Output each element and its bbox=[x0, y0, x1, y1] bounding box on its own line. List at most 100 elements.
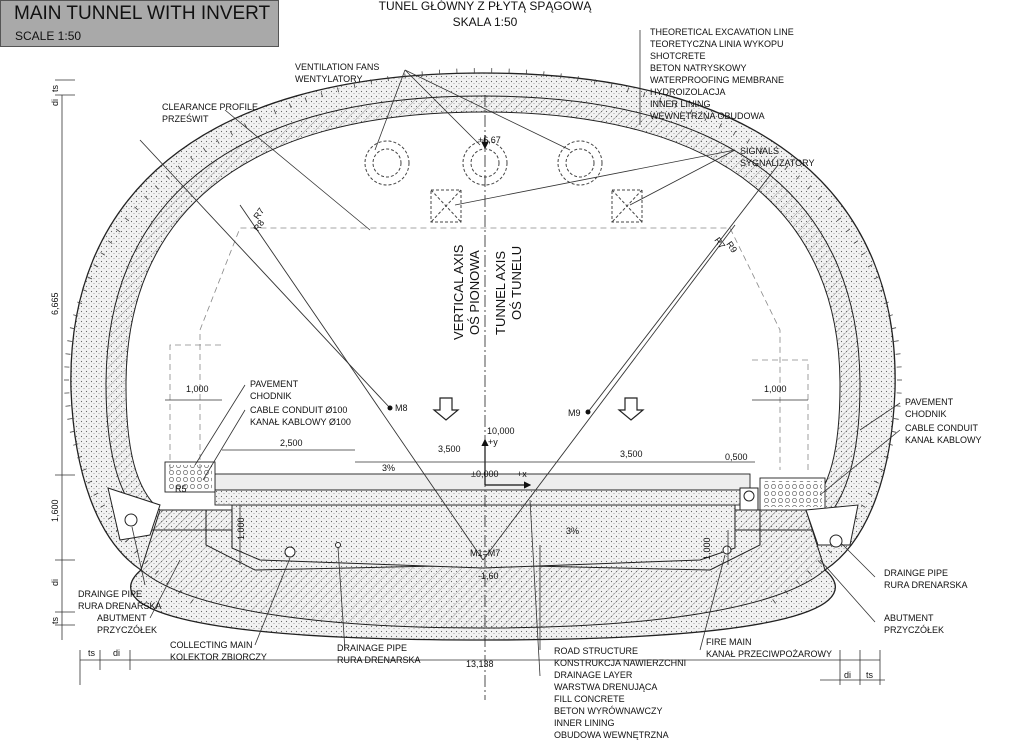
label-pavement-l-en: PAVEMENT bbox=[250, 379, 299, 389]
excavation-tick bbox=[190, 156, 194, 161]
excavation-tick bbox=[560, 73, 562, 79]
excavation-tick bbox=[861, 252, 866, 256]
excavation-tick bbox=[67, 418, 73, 420]
label-fill-pl: BETON WYRÓWNAWCZY bbox=[554, 706, 663, 716]
excavation-tick bbox=[69, 327, 75, 330]
excavation-tick bbox=[73, 314, 79, 317]
excavation-tick bbox=[273, 109, 277, 115]
excavation-tick bbox=[124, 538, 130, 543]
dim-1000-v-l: 1,000 bbox=[236, 517, 246, 540]
excavation-tick bbox=[817, 195, 822, 200]
label-vaxis-pl: OŚ PIONOWA bbox=[467, 250, 482, 335]
label-inner-lining-pl: WEWNĘTRZNA OBUDOWA bbox=[650, 111, 765, 121]
excavation-tick bbox=[216, 138, 220, 144]
m8-point bbox=[387, 405, 393, 411]
label-conduit-l-pl: KANAŁ KABLOWY Ø100 bbox=[250, 417, 351, 427]
dim-1000-r: 1,000 bbox=[764, 384, 787, 394]
excavation-tick bbox=[883, 301, 889, 305]
excavation-tick bbox=[593, 79, 596, 85]
tunnel-axis bbox=[481, 95, 532, 700]
label-waterproof-en: WATERPROOFING MEMBRANE bbox=[650, 75, 784, 85]
excavation-tick bbox=[746, 138, 750, 144]
label-drainlayer-pl: WARSTWA DRENUJĄCA bbox=[554, 682, 657, 692]
dim-13138: 13,138 bbox=[466, 659, 494, 669]
label-clearance-pl: PRZEŚWIT bbox=[162, 113, 209, 124]
leader-lines bbox=[131, 30, 901, 677]
excavation-tick bbox=[100, 252, 105, 256]
excavation-tick bbox=[289, 103, 292, 109]
excavation-tick bbox=[879, 289, 885, 292]
dim-slope-r: 3% bbox=[566, 526, 579, 536]
label-inner-lining-en: INNER LINING bbox=[650, 99, 711, 109]
label-pavement-r-pl: CHODNIK bbox=[905, 409, 947, 419]
label-collect-en: COLLECTING MAIN bbox=[170, 640, 253, 650]
excavation-tick bbox=[107, 516, 113, 520]
ventilation-fans bbox=[364, 140, 603, 186]
m9-point bbox=[585, 409, 591, 415]
excavation-tick bbox=[643, 92, 646, 98]
pl-title: TUNEL GŁÓWNY Z PŁYTĄ SPĄGOWĄ bbox=[379, 0, 593, 13]
excavation-tick bbox=[891, 430, 897, 433]
dimension-texts: 1,000 1,000 2,500 3,500 3,500 0,500 10,0… bbox=[50, 84, 874, 680]
excavation-tick bbox=[387, 76, 389, 82]
excavation-tick bbox=[134, 206, 139, 211]
excavation-tick bbox=[732, 130, 737, 136]
label-fire-pl: KANAŁ PRZECIWPOŻAROWY bbox=[706, 649, 832, 659]
pl-scale: SKALA 1:50 bbox=[453, 15, 518, 29]
dim-plus-x: +x bbox=[517, 469, 527, 479]
label-abutment-l-pl: PRZYCZÓŁEK bbox=[97, 625, 157, 635]
excavation-tick bbox=[100, 504, 105, 508]
excavation-tick bbox=[124, 217, 130, 222]
label-waterproof-pl: HYDROIZOLACJA bbox=[650, 87, 726, 97]
label-road-en: ROAD STRUCTURE bbox=[554, 646, 638, 656]
label-shotcrete-en: SHOTCRETE bbox=[650, 51, 706, 61]
excavation-tick bbox=[759, 147, 764, 153]
excavation-tick bbox=[873, 480, 879, 484]
label-fans-pl: WENTYLATORY bbox=[295, 74, 363, 84]
label-excavation-en: THEORETICAL EXCAVATION LINE bbox=[650, 27, 794, 37]
dim-di-bot-r: di bbox=[844, 670, 851, 680]
label-drainpipe-c-en: DRAINAGE PIPE bbox=[337, 643, 407, 653]
excavation-tick bbox=[166, 175, 170, 180]
load-arrows bbox=[432, 397, 645, 421]
excavation-tick bbox=[202, 147, 207, 153]
drawing-title: MAIN TUNNEL WITH INVERT bbox=[14, 3, 271, 24]
dim-slope-l: 3% bbox=[382, 463, 395, 473]
excavation-tick bbox=[861, 504, 866, 508]
axis-labels: VERTICAL AXIS OŚ PIONOWA TUNNEL AXIS OŚ … bbox=[451, 244, 524, 340]
dim-0500: 0,500 bbox=[725, 452, 748, 462]
label-pavement-l-pl: CHODNIK bbox=[250, 391, 292, 401]
excavation-tick bbox=[689, 109, 693, 115]
dim-2500: 2,500 bbox=[280, 438, 303, 448]
excavation-tick bbox=[177, 165, 182, 171]
label-collect-pl: KOLEKTOR ZBIORCZY bbox=[170, 652, 267, 662]
point-m8: M8 bbox=[395, 403, 408, 413]
label-drain-r-en: DRAINGE PIPE bbox=[884, 568, 948, 578]
excavation-tick bbox=[154, 185, 159, 190]
excavation-tick bbox=[543, 71, 545, 77]
excavation-tick bbox=[883, 455, 889, 459]
label-clearance-en: CLEARANCE PROFILE bbox=[162, 102, 258, 112]
label-road-pl: KONSTRUKCJA NAWIERZCHNI bbox=[554, 658, 686, 668]
excavation-tick bbox=[626, 87, 630, 93]
dim-3500-l: 3,500 bbox=[438, 444, 461, 454]
dim-3500-r: 3,500 bbox=[620, 449, 643, 459]
excavation-tick bbox=[577, 76, 579, 82]
excavation-tick bbox=[404, 73, 406, 79]
radius-r5: R5 bbox=[175, 484, 187, 494]
dim-crown: +6,67 bbox=[478, 135, 501, 145]
excavation-tick bbox=[772, 599, 776, 604]
label-abutment-r-en: ABUTMENT bbox=[884, 613, 934, 623]
excavation-tick bbox=[893, 418, 899, 420]
point-m1m7: M1=M7 bbox=[470, 548, 500, 558]
label-fire-en: FIRE MAIN bbox=[706, 637, 752, 647]
excavation-tick bbox=[370, 79, 373, 85]
dim-ts-bot: ts bbox=[88, 648, 96, 658]
label-conduit-r-pl: KANAŁ KABLOWY bbox=[905, 435, 982, 445]
label-fans-en: VENTILATION FANS bbox=[295, 62, 379, 72]
label-drain-l-pl: RURA DRENARSKA bbox=[78, 601, 162, 611]
excavation-tick bbox=[853, 240, 859, 244]
dim-ts-bl: ts bbox=[50, 616, 60, 624]
dim-low: -1,60 bbox=[478, 571, 499, 581]
